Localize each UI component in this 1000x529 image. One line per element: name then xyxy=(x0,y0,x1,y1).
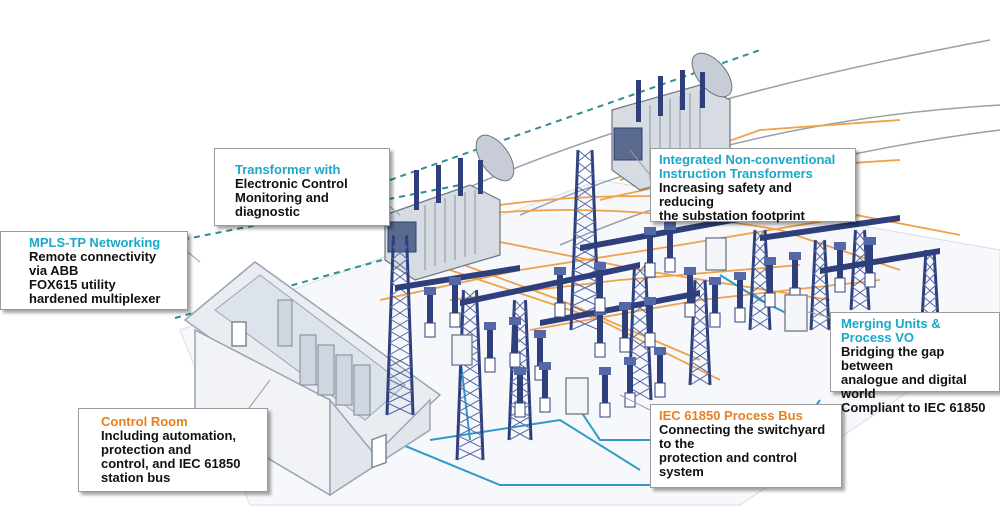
callout-line: protection and control xyxy=(659,450,797,465)
callout-line: Electronic Control xyxy=(235,176,348,191)
bushings xyxy=(414,158,483,210)
instrument-transformer xyxy=(424,287,436,338)
instrument-transformer xyxy=(709,277,721,328)
control-cabinets xyxy=(277,299,371,416)
callout-line: diagnostic xyxy=(235,204,301,219)
instrument-transformer xyxy=(644,297,656,348)
cabinet xyxy=(277,299,293,347)
instrument-transformer xyxy=(644,227,656,278)
callout-transformer: Transformer with Electronic Control Moni… xyxy=(214,148,390,226)
power-transformer-left xyxy=(384,134,515,281)
callout-line: Including automation, xyxy=(101,428,237,443)
callout-line: system xyxy=(659,464,704,479)
transformer-tank xyxy=(384,184,501,281)
callout-title: MPLS-TP Networking xyxy=(29,235,161,250)
callout-line: Remote connectivity xyxy=(29,249,157,264)
lattice-tower xyxy=(688,279,712,386)
callout-title: Transformer with xyxy=(235,162,341,177)
instrument-transformer xyxy=(484,322,496,373)
building-door xyxy=(371,433,387,469)
instrument-transformer xyxy=(764,257,776,308)
blue-cable xyxy=(429,418,641,471)
lattice-tower xyxy=(809,239,831,331)
callout-line: Increasing safety and reducing xyxy=(659,180,792,209)
transformer-fins xyxy=(424,190,476,270)
callout-title: Integrated Non-conventional Instruction … xyxy=(659,152,836,181)
callout-line: analogue and digital world xyxy=(841,372,967,401)
instrument-transformer xyxy=(684,267,696,318)
instrument-transformer xyxy=(554,267,566,318)
cabinet xyxy=(317,344,335,396)
callout-nci-transformers: Integrated Non-conventional Instruction … xyxy=(650,148,856,223)
merging-unit-cabinet xyxy=(784,294,808,332)
callout-mpls-networking: MPLS-TP Networking Remote connectivity v… xyxy=(0,231,188,310)
merging-unit-cabinet xyxy=(565,377,589,415)
callout-line: protection and xyxy=(101,442,192,457)
merging-unit-cabinets xyxy=(451,237,808,415)
cabinet xyxy=(335,354,353,406)
callout-control-room: Control Room Including automation, prote… xyxy=(78,408,268,492)
callout-line: control, and IEC 61850 xyxy=(101,456,241,471)
callout-line: station bus xyxy=(101,470,171,485)
instrument-transformer xyxy=(834,242,846,293)
building-wall-side xyxy=(329,397,431,497)
cabinet xyxy=(353,364,371,416)
callout-title: IEC 61850 Process Bus xyxy=(659,408,803,423)
callout-line: FOX615 utility xyxy=(29,277,116,292)
callout-title: Merging Units & Process VO xyxy=(841,316,941,345)
instrument-transformer xyxy=(864,237,876,288)
callout-line: via ABB xyxy=(29,263,79,278)
callout-line: to the xyxy=(659,436,695,451)
callout-line: Bridging the gap between xyxy=(841,344,945,373)
cabinet xyxy=(299,334,317,386)
instrument-transformer xyxy=(449,277,461,328)
callout-line: the substation footprint xyxy=(659,208,805,223)
merging-unit-cabinet xyxy=(705,237,727,271)
orange-wire xyxy=(469,209,901,271)
instrument-transformer xyxy=(619,302,631,353)
callout-line: hardened multiplexer xyxy=(29,291,161,306)
instrument-transformer xyxy=(664,222,676,273)
callout-process-bus: IEC 61850 Process Bus Connecting the swi… xyxy=(650,404,842,488)
gantry-beam xyxy=(760,215,900,241)
gantry-beam xyxy=(820,248,940,274)
callout-line: Compliant to IEC 61850 xyxy=(841,400,986,415)
instrument-transformer xyxy=(599,367,611,418)
instrument-transformer xyxy=(734,272,746,323)
callout-merging-units: Merging Units & Process VO Bridging the … xyxy=(830,312,1000,415)
transformer-control-box xyxy=(613,127,643,161)
instrument-transformer xyxy=(514,367,526,418)
instrument-transformer xyxy=(594,262,606,313)
gantry-beam xyxy=(460,262,640,306)
callout-line: Monitoring and xyxy=(235,190,329,205)
conservator-tank xyxy=(475,134,515,182)
instrument-transformers xyxy=(424,222,876,418)
orange-wire xyxy=(529,279,881,331)
lattice-tower xyxy=(385,234,415,416)
merging-unit-cabinet xyxy=(451,334,473,366)
gray-overhead-line xyxy=(519,104,1000,216)
callout-title: Control Room xyxy=(101,414,188,429)
callout-line: Connecting the switchyard xyxy=(659,422,826,437)
bushings xyxy=(636,70,705,122)
building-window xyxy=(231,321,247,347)
instrument-transformer xyxy=(654,347,666,398)
instrument-transformer xyxy=(539,362,551,413)
